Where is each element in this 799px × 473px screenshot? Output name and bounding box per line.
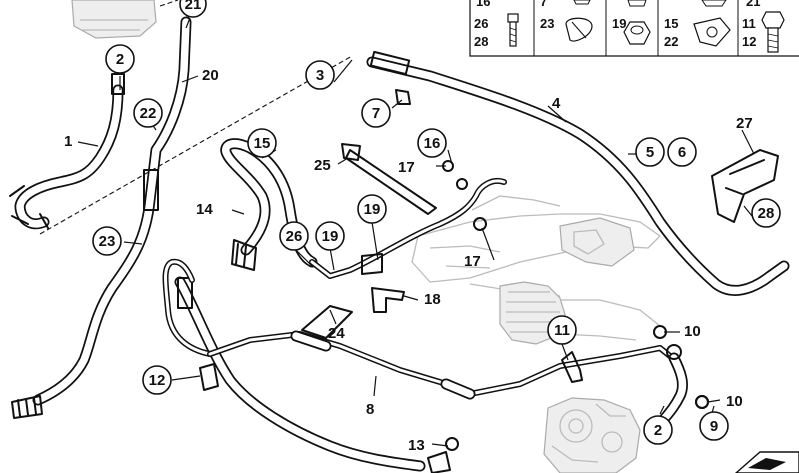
pressure-line-4 bbox=[366, 50, 790, 296]
hex-bolt-icon bbox=[761, 11, 785, 53]
nut-icon bbox=[623, 0, 651, 45]
callout-label: 7 bbox=[372, 105, 380, 122]
hose-clamp-icon bbox=[565, 0, 593, 42]
label-10b: 10 bbox=[726, 393, 743, 410]
legend-26: 26 bbox=[474, 16, 488, 31]
bracket-18 bbox=[371, 287, 405, 313]
label-17a: 17 bbox=[398, 159, 415, 176]
label-8: 8 bbox=[366, 401, 374, 418]
callout-15: 15 bbox=[247, 128, 277, 158]
callout-21: 21 bbox=[179, 0, 207, 18]
label-27: 27 bbox=[736, 115, 753, 132]
callout-label: 28 bbox=[758, 205, 775, 222]
callout-9: 9 bbox=[699, 411, 729, 441]
label-25: 25 bbox=[314, 157, 331, 174]
callout-label: 19 bbox=[364, 201, 381, 218]
pressure-hose-8 bbox=[174, 276, 426, 472]
callout-23: 23 bbox=[92, 226, 122, 256]
hose-24-line bbox=[207, 330, 673, 400]
sensor-12 bbox=[199, 363, 219, 391]
callout-2b: 2 bbox=[643, 415, 673, 445]
hose-27-sleeve bbox=[711, 149, 779, 223]
sensor-13 bbox=[427, 451, 451, 473]
callout-label: 11 bbox=[554, 322, 570, 339]
bracket-19 bbox=[361, 253, 383, 275]
legend-23: 23 bbox=[540, 16, 554, 31]
callout-label: 26 bbox=[286, 228, 303, 245]
power-steering-pump-ghost bbox=[543, 397, 641, 473]
legend-21: 21 bbox=[746, 0, 760, 9]
label-13: 13 bbox=[408, 437, 425, 454]
hose-2b-pump-link bbox=[654, 344, 688, 430]
clip-7 bbox=[395, 89, 411, 105]
steering-gear-ghost bbox=[411, 195, 661, 345]
return-hose-fitting bbox=[11, 395, 43, 419]
label-18: 18 bbox=[424, 291, 441, 308]
legend-16: 16 bbox=[476, 0, 490, 9]
label-4: 4 bbox=[552, 95, 561, 112]
callout-label: 5 bbox=[646, 144, 654, 161]
corner-emblem bbox=[734, 451, 799, 473]
callout-12: 12 bbox=[142, 365, 172, 395]
pipe-clip-icon bbox=[693, 0, 731, 47]
callout-label: 2 bbox=[654, 422, 662, 439]
bolt-icon bbox=[507, 13, 519, 47]
suction-hose-1 bbox=[9, 84, 124, 230]
callout-label: 16 bbox=[424, 135, 441, 152]
callout-label: 19 bbox=[322, 228, 339, 245]
callout-6: 6 bbox=[667, 137, 697, 167]
callout-2a: 2 bbox=[105, 44, 135, 74]
return-hose-20 bbox=[32, 16, 192, 406]
dash-left bbox=[39, 55, 353, 235]
callout-7: 7 bbox=[361, 98, 391, 128]
legend-12: 12 bbox=[742, 34, 756, 49]
callout-5: 5 bbox=[635, 137, 665, 167]
legend-22: 22 bbox=[664, 34, 678, 49]
seal-ring-13-icon bbox=[445, 437, 459, 451]
label-14: 14 bbox=[196, 201, 213, 218]
pipe-17 bbox=[309, 178, 507, 279]
callout-28: 28 bbox=[751, 198, 781, 228]
callout-label: 15 bbox=[254, 135, 271, 152]
seal-ring-16-icon bbox=[442, 160, 454, 172]
cable-tie-25 bbox=[341, 143, 437, 215]
callout-16: 16 bbox=[417, 128, 447, 158]
legend-7: 7 bbox=[540, 0, 547, 9]
dash-top bbox=[159, 0, 179, 7]
callout-label: 6 bbox=[678, 144, 686, 161]
legend-11: 11 bbox=[742, 16, 756, 31]
callout-label: 23 bbox=[99, 233, 116, 250]
label-24: 24 bbox=[328, 325, 345, 342]
callout-label: 21 bbox=[185, 0, 202, 13]
label-17b: 17 bbox=[464, 253, 481, 270]
bracket-24 bbox=[301, 305, 353, 339]
callout-label: 2 bbox=[116, 51, 124, 68]
legend-19: 19 bbox=[612, 16, 626, 31]
label-20: 20 bbox=[202, 67, 219, 84]
hose-14 bbox=[220, 138, 318, 271]
legend-28: 28 bbox=[474, 34, 488, 49]
callout-26: 26 bbox=[279, 221, 309, 251]
bracket-11 bbox=[561, 351, 583, 383]
callout-label: 9 bbox=[710, 418, 718, 435]
callout-19b: 19 bbox=[315, 221, 345, 251]
seal-ring-10b-icon bbox=[695, 395, 709, 409]
callout-22: 22 bbox=[133, 98, 163, 128]
callout-label: 22 bbox=[140, 105, 157, 122]
pipe-12-loop bbox=[162, 258, 213, 357]
hardware-legend: 16 7 21 26 28 23 19 15 22 11 12 bbox=[469, 0, 799, 57]
callout-19a: 19 bbox=[357, 194, 387, 224]
callout-3: 3 bbox=[305, 60, 335, 90]
label-1: 1 bbox=[64, 133, 72, 150]
legend-15: 15 bbox=[664, 16, 678, 31]
seal-ring-10a-icon bbox=[653, 325, 667, 339]
label-10a: 10 bbox=[684, 323, 701, 340]
callout-11: 11 bbox=[547, 315, 577, 345]
callout-label: 12 bbox=[149, 372, 166, 389]
reservoir-ghost bbox=[71, 0, 157, 39]
callout-label: 3 bbox=[316, 67, 324, 84]
